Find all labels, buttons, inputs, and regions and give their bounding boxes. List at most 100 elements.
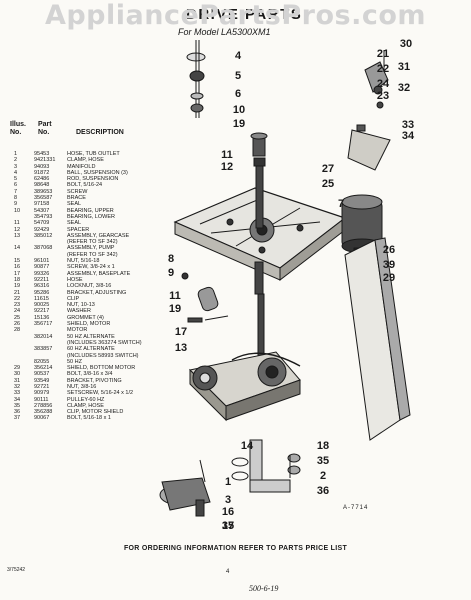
- watermark: AppliancePartsPros.com: [44, 0, 427, 31]
- illus-no-cell: 9: [14, 201, 18, 208]
- description-cell: CLIP, MOTOR SHIELD: [67, 409, 124, 416]
- part-no-cell: 54709: [34, 220, 50, 227]
- illus-no-cell: 7: [14, 188, 18, 195]
- illus-no-cell: 25: [14, 314, 21, 321]
- part-no-cell: 356214: [34, 365, 53, 372]
- description-cell: HOSE, TUB OUTLET: [67, 151, 120, 157]
- description-cell: (REFER TO SF 342): [67, 251, 118, 258]
- part-no-cell: 92429: [34, 226, 50, 233]
- part-no-cell: 356587: [34, 195, 53, 202]
- page-code: 3/75242: [7, 567, 26, 573]
- part-no-cell: 387068: [34, 245, 53, 252]
- table-row: (INCLUDES 363274 SWITCH): [14, 340, 142, 346]
- callout-number: 33: [401, 119, 415, 131]
- callout-number: 25: [321, 178, 335, 190]
- part-no-cell: 95286: [34, 289, 50, 296]
- motor-shield: [344, 237, 411, 441]
- illus-no-cell: 22: [14, 295, 21, 302]
- description-cell: SEAL: [67, 220, 82, 227]
- part-no-cell: 95453: [34, 151, 50, 157]
- description-cell: (REFER TO SF 342): [67, 239, 118, 246]
- description-cell: NUT, 10-13: [67, 302, 95, 309]
- table-row: (REFER TO SF 342): [14, 252, 142, 258]
- description-cell: 50 HZ ALTERNATE: [67, 333, 115, 340]
- callout-number: 31: [397, 61, 411, 73]
- part-no-cell: 15136: [34, 314, 50, 321]
- illus-no-cell: 3: [14, 163, 18, 170]
- illus-no-cell: 4: [14, 169, 18, 176]
- part-no-cell: 90067: [34, 415, 50, 422]
- illus-no-cell: 19: [14, 283, 21, 290]
- description-cell: 50 HZ: [67, 358, 82, 365]
- callout-number: 2: [319, 470, 327, 482]
- header-illus: Illus.No.: [10, 121, 26, 136]
- description-cell: BEARING, LOWER: [67, 213, 115, 220]
- illus-no-cell: 29: [14, 365, 21, 372]
- description-cell: SHIELD, MOTOR: [67, 321, 111, 328]
- description-cell: BRACKET, ADJUSTING: [67, 289, 127, 296]
- callout-number: 9: [167, 267, 175, 279]
- description-cell: SEAL: [67, 201, 82, 208]
- callout-number: 37: [221, 520, 235, 532]
- callout-number: 8: [167, 253, 175, 265]
- callout-number: 19: [168, 303, 182, 315]
- callout-number: 23: [376, 90, 390, 102]
- part-no-cell: 90537: [34, 371, 50, 378]
- part-no-cell: 99326: [34, 270, 50, 277]
- part-no-cell: 92721: [34, 383, 50, 390]
- part-no-cell: 91872: [34, 169, 50, 176]
- callout-number: 4: [234, 50, 242, 62]
- footer-note: FOR ORDERING INFORMATION REFER TO PARTS …: [123, 545, 348, 552]
- part-no-cell: 389653: [34, 188, 53, 195]
- illus-no-cell: 10: [14, 207, 21, 214]
- description-cell: CLAMP, HOSE: [67, 402, 104, 409]
- part-no-cell: 9421331: [34, 157, 56, 164]
- description-cell: BRACKET, PIVOTING: [67, 377, 122, 384]
- left-brace-parts: [181, 272, 229, 323]
- description-cell: CLIP: [67, 295, 80, 302]
- illus-no-cell: 15: [14, 258, 21, 265]
- page-number: 4: [226, 569, 230, 575]
- description-cell: NUT, 3/8-16: [67, 383, 97, 390]
- callout-number: 3: [224, 494, 232, 506]
- illus-no-cell: 5: [14, 176, 18, 183]
- callout-number: 39: [382, 259, 396, 271]
- illus-no-cell: 28: [14, 327, 21, 334]
- part-no-cell: 278856: [34, 402, 53, 409]
- part-no-cell: 96316: [34, 283, 50, 290]
- description-cell: MANIFOLD: [67, 163, 96, 170]
- illus-no-cell: 26: [14, 321, 21, 328]
- description-cell: SCREW, 3/8-24 x 1: [67, 264, 115, 271]
- part-no-cell: 356717: [34, 321, 53, 328]
- callout-number: 18: [316, 440, 330, 452]
- illus-no-cell: 6: [14, 182, 18, 189]
- illus-no-cell: 12: [14, 226, 21, 233]
- description-cell: SCREW: [67, 188, 88, 195]
- table-row: (REFER TO SF 342): [14, 239, 142, 245]
- part-no-cell: 90025: [34, 302, 50, 309]
- callout-number: 11: [169, 290, 181, 302]
- part-no-cell: 354793: [34, 213, 53, 220]
- callout-number: 19: [232, 118, 246, 130]
